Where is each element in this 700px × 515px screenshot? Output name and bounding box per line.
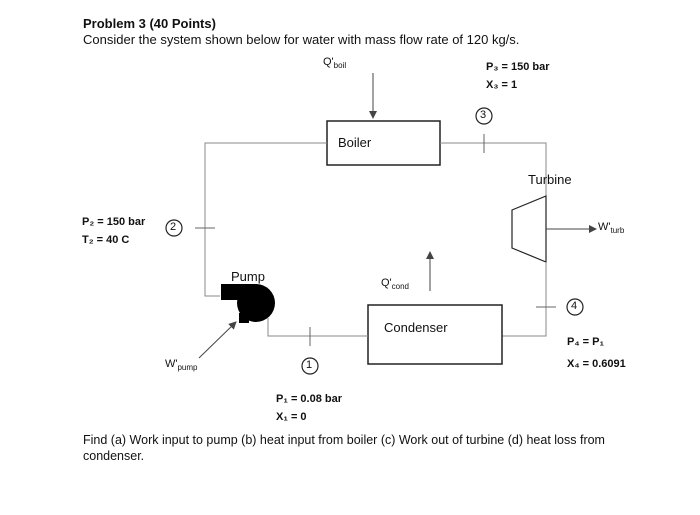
q-boil-label: Q'boil xyxy=(323,56,347,71)
turbine-label: Turbine xyxy=(528,172,572,187)
problem-title: Problem 3 (40 Points) xyxy=(83,16,216,31)
state-3-circle xyxy=(475,107,493,125)
pipe-boiler-pump xyxy=(204,142,327,297)
state-2-pressure: P₂ = 150 bar xyxy=(82,216,146,228)
state-4-pressure: P₄ = P₁ xyxy=(567,336,605,348)
w-pump-label: W'pump xyxy=(165,358,198,373)
state-4-number: 4 xyxy=(571,300,578,312)
state-1-circle xyxy=(301,357,319,375)
state-2-circle xyxy=(165,219,183,237)
q-cond-label: Q'cond xyxy=(381,277,410,292)
state-1-number: 1 xyxy=(306,359,313,371)
state-2-number: 2 xyxy=(170,221,177,233)
state-4-quality: X₄ = 0.6091 xyxy=(567,358,626,370)
pipe-boiler-turbine xyxy=(440,142,547,197)
boiler-label: Boiler xyxy=(338,135,372,150)
problem-intro: Consider the system shown below for wate… xyxy=(83,32,520,47)
w-turb-label: W'turb xyxy=(598,221,625,236)
state-3-number: 3 xyxy=(480,109,487,121)
state-3-pressure: P₃ = 150 bar xyxy=(486,61,550,73)
state-4-circle xyxy=(566,298,584,316)
pump-label: Pump xyxy=(231,269,265,284)
w-pump-arrow xyxy=(198,321,237,359)
turbine-shape xyxy=(511,195,547,263)
state-3-quality: X₃ = 1 xyxy=(486,79,518,91)
state-1-quality: X₁ = 0 xyxy=(276,411,307,423)
pipe-turbine-condenser xyxy=(502,262,547,337)
condenser-box xyxy=(367,304,503,365)
pipe-condenser-pump xyxy=(267,318,368,337)
problem-question: Find (a) Work input to pump (b) heat inp… xyxy=(83,433,605,463)
boiler-box xyxy=(326,120,441,166)
state-1-pressure: P₁ = 0.08 bar xyxy=(276,393,343,405)
condenser-label: Condenser xyxy=(384,320,448,335)
state-2-temperature: T₂ = 40 C xyxy=(82,234,130,246)
pump-shape xyxy=(221,284,275,323)
